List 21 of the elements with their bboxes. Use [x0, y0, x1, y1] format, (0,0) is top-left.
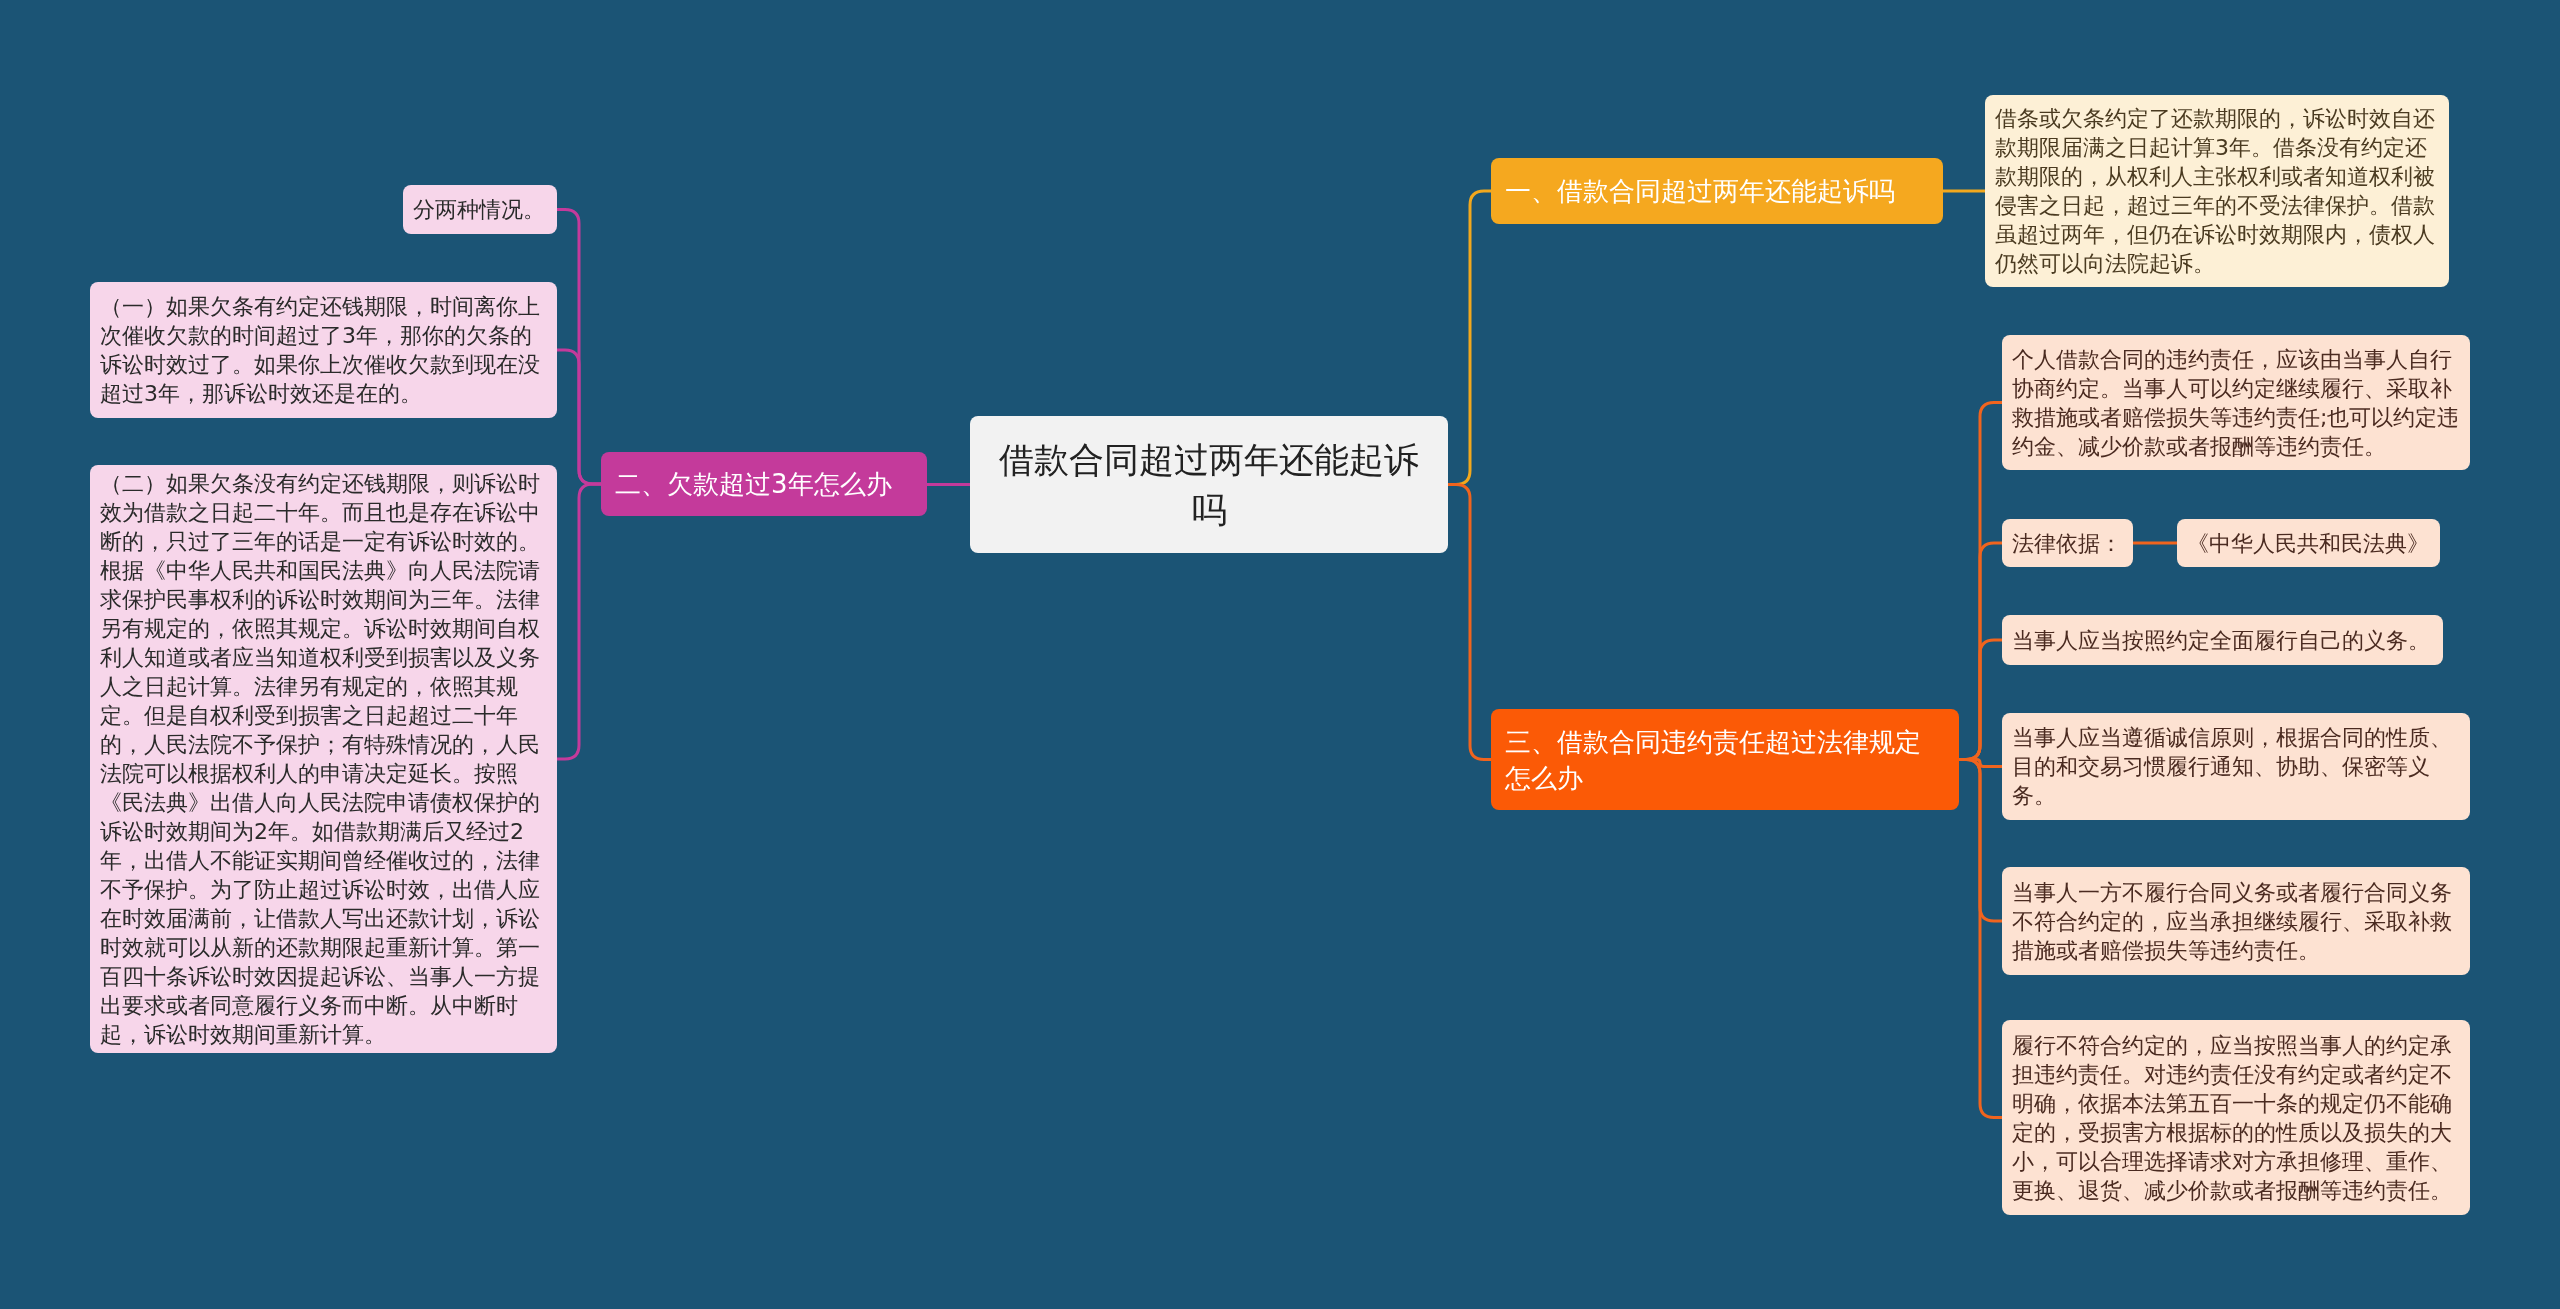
note-box: 分两种情况。 — [403, 185, 557, 234]
branch-box: 三、借款合同违约责任超过法律规定怎么办 — [1491, 709, 1959, 810]
note-box: （二）如果欠条没有约定还钱期限，则诉讼时效为借款之日起二十年。而且也是存在诉讼中断的，只过了三年的话是一定有诉讼时效的。根据《中华人民共和国民法典》向人民法院请求保护民事权利的诉讼时效期间为三年。法律另有规定的，依照其规定。诉讼时效期间自权利人知道或者应当知道权利受到损害以及义务人之日起计算。法律另有规定的，依照其规定。但是自权利受到损害之日起超过二十年的，人民法院不予保护；有特殊情况的，人民法院可以根据权利人的申请决定延长。按照《民法典》出借人向人民法院申请债权保护的诉讼时效期间为2年。如借款期满后又经过2年，出借人不能证实期间曾经催收过的，法律不予保护。为了防止超过诉讼时效，出借人应在时效届满前，让借款人写出还款计划，诉讼时效就可以从新的还款期限起重新计算。第一百四十条诉讼时效因提起诉讼、当事人一方提出要求或者同意履行义务而中断。从中断时起，诉讼时效期间重新计算。 — [90, 465, 557, 1053]
note-box: 当事人应当按照约定全面履行自己的义务。 — [2002, 615, 2443, 665]
connector-line — [2133, 541, 2177, 545]
central-topic-box: 借款合同超过两年还能起诉吗 — [970, 416, 1448, 553]
note-box: 法律依据： — [2002, 519, 2133, 567]
note-box: 当事人一方不履行合同义务或者履行合同义务不符合约定的，应当承担继续履行、采取补救措施或者赔偿损失等违约责任。 — [2002, 867, 2470, 975]
note-box: 个人借款合同的违约责任，应该由当事人自行协商约定。当事人可以约定继续履行、采取补救措施或者赔偿损失等违约责任;也可以约定违约金、减少价款或者报酬等违约责任。 — [2002, 335, 2470, 470]
branch-box: 一、借款合同超过两年还能起诉吗 — [1491, 158, 1943, 224]
connector-line — [927, 483, 970, 486]
connector-line — [557, 482, 601, 761]
connector-line — [1959, 758, 2002, 1119]
note-box: 《中华人民共和民法典》 — [2177, 519, 2440, 567]
note-box: 履行不符合约定的，应当按照当事人的约定承担违约责任。对违约责任没有约定或者约定不明确，依据本法第五百一十条的规定仍不能确定的，受损害方根据标的的性质以及损失的大小，可以合理选择请求对方承担修理、重作、更换、退货、减少价款或者报酬等违约责任。 — [2002, 1020, 2470, 1215]
note-box: 当事人应当遵循诚信原则，根据合同的性质、目的和交易习惯履行通知、协助、保密等义务。 — [2002, 713, 2470, 820]
note-box: 借条或欠条约定了还款期限的，诉讼时效自还款期限届满之日起计算3年。借条没有约定还款期限的，从权利人主张权利或者知道权利被侵害之日起，超过三年的不受法律保护。借款虽超过两年，但仍在诉讼时效期限内，债权人仍然可以向法院起诉。 — [1985, 95, 2449, 287]
note-box: （一）如果欠条有约定还钱期限，时间离你上次催收欠款的时间超过了3年，那你的欠条的诉讼时效过了。如果你上次催收欠款到现在没超过3年，那诉讼时效还是在的。 — [90, 282, 557, 418]
connector-line — [1448, 483, 1491, 761]
connector-line — [1943, 189, 1985, 193]
branch-box: 二、欠款超过3年怎么办 — [601, 452, 927, 516]
